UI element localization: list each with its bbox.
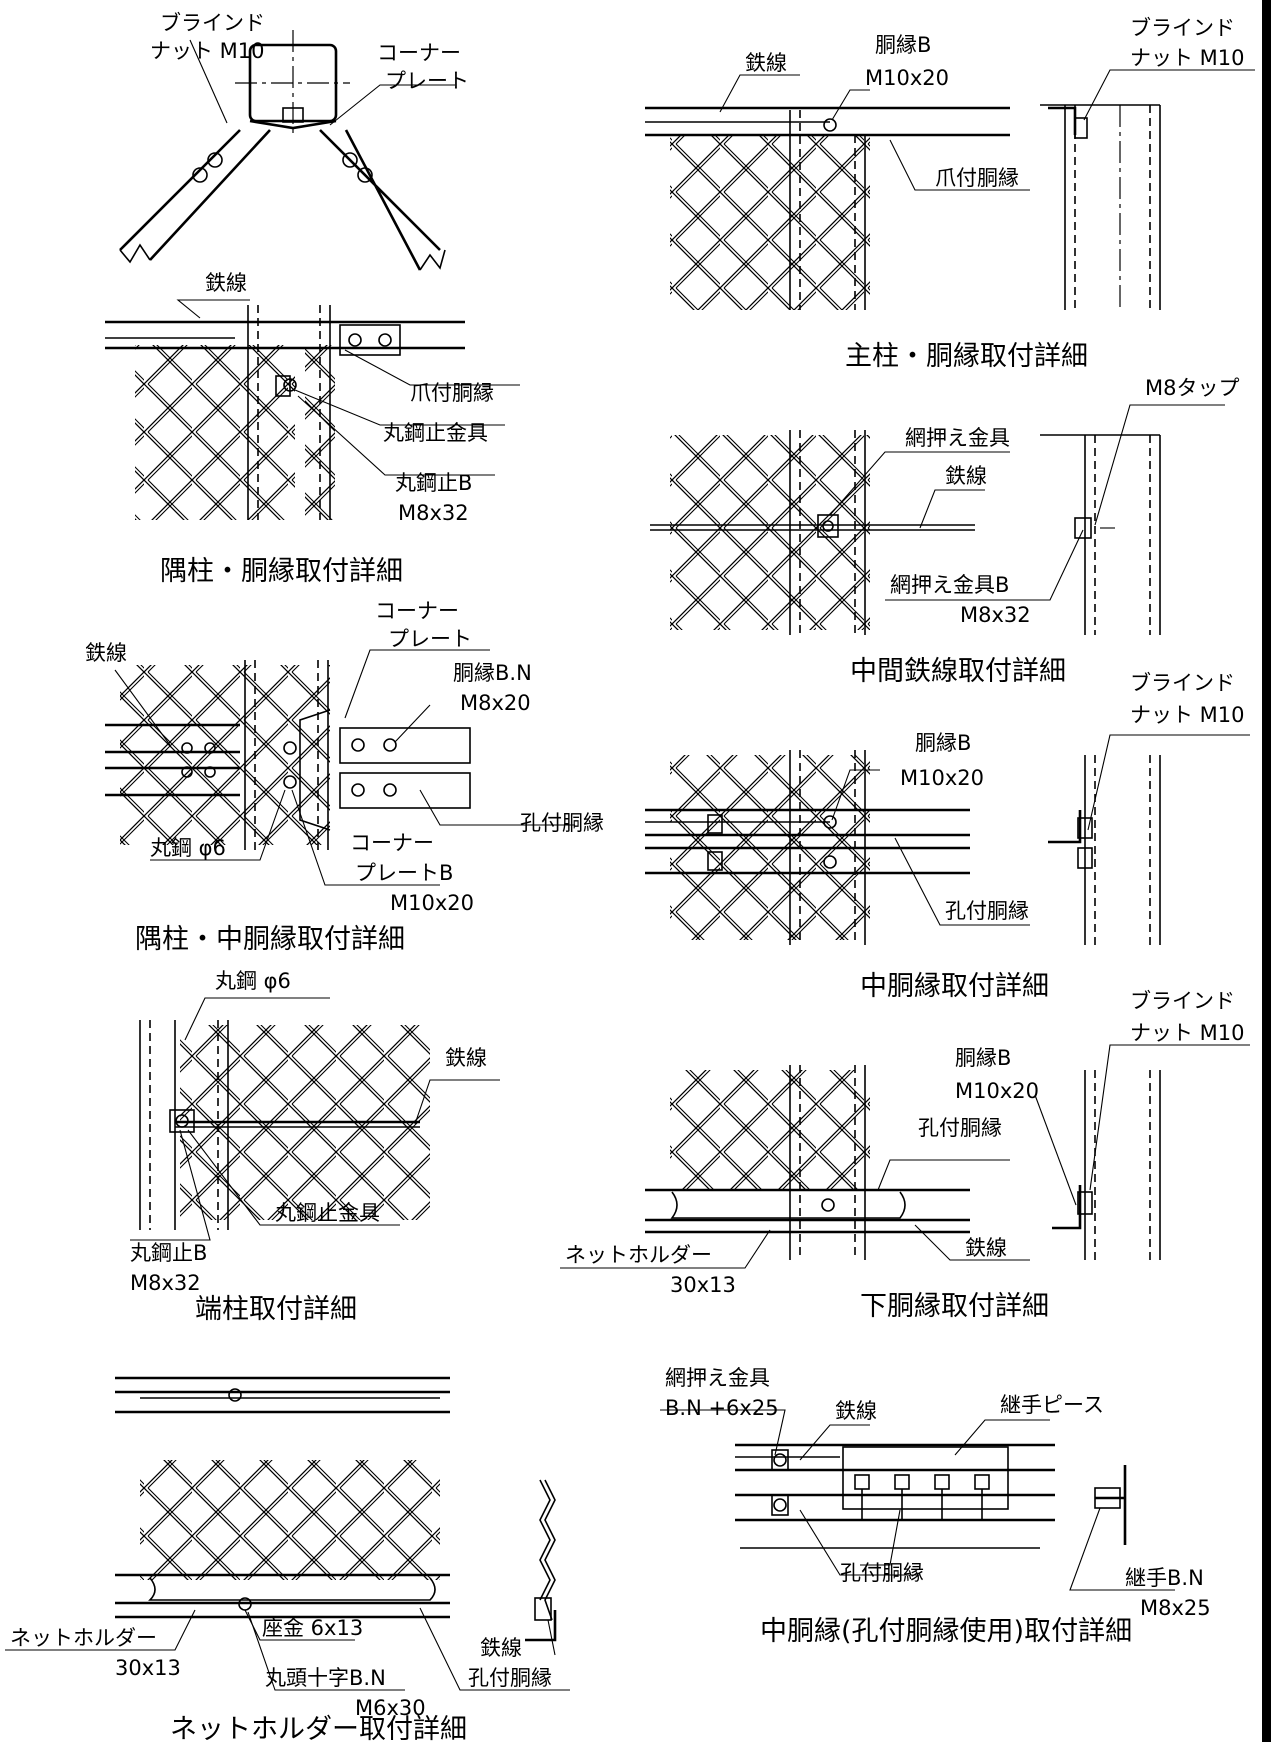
title-main-post-rail: 主柱・胴縁取付詳細 (845, 341, 1088, 372)
main-post-rail-detail (645, 69, 1255, 310)
label-m10x20-8: M10x20 (955, 1079, 1039, 1103)
label-anatsuki-dobuchi-2: 孔付胴縁 (520, 811, 604, 835)
corner-post-plan (119, 30, 455, 271)
label-corner-plate-2: プレート (385, 69, 469, 93)
label-tsume-dobuchi-1: 爪付胴縁 (410, 381, 494, 405)
label-blind-nut-2: ナット M10 (150, 39, 265, 63)
label-m8x32-3: M8x32 (130, 1271, 201, 1295)
label-anatsuki-dobuchi-4: 孔付胴縁 (468, 1666, 552, 1690)
label-tsume-dobuchi-5: 爪付胴縁 (935, 166, 1019, 190)
title-corner-post-rail: 隅柱・胴縁取付詳細 (160, 556, 403, 587)
label-m8x32-6: M8x32 (960, 603, 1031, 627)
label-anatsuki-dobuchi-7: 孔付胴縁 (945, 899, 1029, 923)
title-end-post: 端柱取付詳細 (195, 1294, 357, 1325)
label-tsugite-bn: 継手B.N (1125, 1566, 1204, 1590)
corner-post-rail-elevation (105, 299, 520, 520)
label-marukou-tome-b-3: 丸鋼止B (130, 1241, 207, 1265)
label-marugashira: 丸頭十字B.N (265, 1666, 386, 1690)
label-marukou-tome-b-1: 丸鋼止B (395, 471, 472, 495)
label-m6x30: M6x30 (355, 1696, 426, 1720)
label-m10x20-7: M10x20 (900, 766, 984, 790)
title-corner-post-mid-rail: 隅柱・中胴縁取付詳細 (135, 924, 405, 955)
label-corner-plate-b-1: コーナー (350, 831, 434, 855)
label-net-holder-8: ネットホルダー (565, 1243, 712, 1267)
label-wire-4: 鉄線 (480, 1636, 522, 1660)
label-blind-nut-1: ブラインド (160, 11, 265, 35)
label-corner-plate-b-2: プレートB (355, 861, 453, 885)
title-mid-rail: 中胴縁取付詳細 (860, 971, 1049, 1002)
label-dobuchi-b-5: 胴縁B (875, 33, 931, 57)
title-mid-rail-perforated: 中胴縁(孔付胴縁使用)取付詳細 (760, 1616, 1132, 1647)
label-marukou-tomekanagu-1: 丸鋼止金具 (383, 421, 488, 445)
label-wire-2: 鉄線 (85, 641, 127, 665)
title-bottom-rail: 下胴縁取付詳細 (860, 1291, 1049, 1322)
label-blind-nut-8a: ブラインド (1130, 989, 1235, 1013)
title-intermediate-wire: 中間鉄線取付詳細 (850, 656, 1066, 687)
label-m8-tap: M8タップ (1145, 376, 1239, 400)
label-dobuchi-b-7: 胴縁B (915, 731, 971, 755)
label-marukou-phi6-3: 丸鋼 φ6 (215, 969, 291, 993)
net-holder-detail (5, 1376, 570, 1691)
label-blind-nut-8b: ナット M10 (1130, 1021, 1245, 1045)
label-wire-1: 鉄線 (205, 271, 247, 295)
label-corner-plate-2a: コーナー (375, 599, 459, 623)
label-amiosae-kanagu-b: 網押え金具B (890, 573, 1009, 597)
label-blind-nut-7a: ブラインド (1130, 671, 1235, 695)
label-amiosae-kanagu-6: 網押え金具 (905, 426, 1010, 450)
label-wire-3: 鉄線 (445, 1046, 487, 1070)
label-zagane: 座金 6x13 (262, 1616, 363, 1640)
label-blind-nut-7b: ナット M10 (1130, 703, 1245, 727)
corner-post-mid-rail (105, 649, 575, 886)
intermediate-wire-detail (650, 404, 1225, 635)
label-30x13-4: 30x13 (115, 1656, 181, 1680)
sheet-border (1262, 0, 1271, 1742)
label-wire-8: 鉄線 (965, 1236, 1007, 1260)
label-wire-5: 鉄線 (745, 51, 787, 75)
mid-rail-detail (645, 734, 1250, 945)
label-blind-nut-5a: ブラインド (1130, 16, 1235, 40)
bottom-rail-detail (560, 1044, 1250, 1269)
title-net-holder: ネットホルダー取付詳細 (170, 1714, 467, 1742)
label-corner-plate-1: コーナー (377, 41, 461, 65)
label-dobuchi-bn: 胴縁B.N (453, 661, 532, 685)
label-m10x20-2: M10x20 (390, 891, 474, 915)
label-wire-6: 鉄線 (945, 464, 987, 488)
label-anatsuki-dobuchi-9: 孔付胴縁 (840, 1561, 924, 1585)
label-anatsuki-dobuchi-8: 孔付胴縁 (918, 1116, 1002, 1140)
label-m10x20-5: M10x20 (865, 66, 949, 90)
label-net-holder-4: ネットホルダー (10, 1626, 157, 1650)
label-m8x25: M8x25 (1140, 1596, 1211, 1620)
label-marukou-tomekanagu-3: 丸鋼止金具 (275, 1201, 380, 1225)
label-m8x32-1: M8x32 (398, 501, 469, 525)
label-tsugite-piece: 継手ピース (1000, 1393, 1104, 1417)
label-amiosae-kanagu-9: 網押え金具 (665, 1366, 770, 1390)
mid-rail-perforated-detail (660, 1409, 1175, 1591)
label-blind-nut-5b: ナット M10 (1130, 46, 1245, 70)
end-post-detail (130, 997, 500, 1241)
label-m8x20: M8x20 (460, 691, 531, 715)
label-wire-9: 鉄線 (835, 1399, 877, 1423)
label-marukou-phi6-2: 丸鋼 φ6 (150, 836, 226, 860)
label-corner-plate-2b: プレート (388, 627, 472, 651)
label-30x13-8: 30x13 (670, 1273, 736, 1297)
label-amiosae-bn: B.N +6x25 (665, 1396, 779, 1420)
label-dobuchi-b-8: 胴縁B (955, 1046, 1011, 1070)
